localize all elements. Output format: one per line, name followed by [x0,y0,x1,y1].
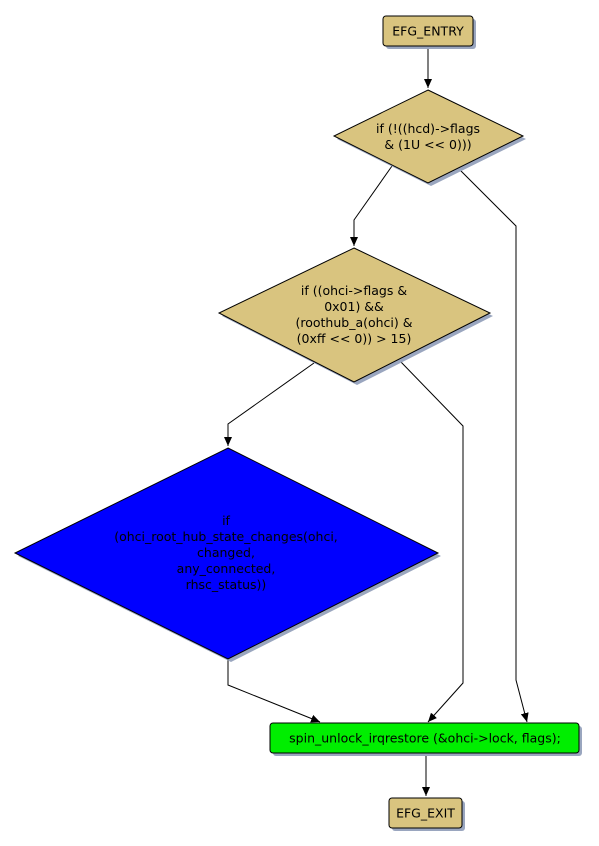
action-label: spin_unlock_irqrestore (&ohci->lock, fla… [289,731,561,746]
entry-node: EFG_ENTRY [382,15,476,49]
entry-label: EFG_ENTRY [392,24,464,39]
label-line: (0xff << 0)) > 15) [297,331,412,346]
label-line: if (!((hcd)->flags [376,121,480,136]
decision-roothub-check-text: if ((ohci->flags &0x01) &&(roothub_a(ohc… [295,283,412,346]
decision-state-changes: if(ohci_root_hub_state_changes(ohci,chan… [13,447,441,662]
label-line: (ohci_root_hub_state_changes(ohci, [114,529,338,544]
label-line: rhsc_status)) [186,577,267,592]
label-line: 0x01) && [324,299,384,314]
edge-cond1-to-action [457,167,529,723]
edge-cond1-to-cond2 [350,165,393,246]
label-line: changed, [197,545,255,560]
label-line: any_connected, [177,561,276,576]
decision-roothub-check: if ((ohci->flags &0x01) &&(roothub_a(ohc… [217,247,493,385]
edge-cond3-to-action [227,658,321,723]
label-line: if [222,513,230,528]
edges [224,46,529,796]
label-line: & (1U << 0))) [384,137,471,152]
exit-label: EFG_EXIT [396,806,455,821]
edge-cond2-to-action [399,360,464,723]
action-node: spin_unlock_irqrestore (&ohci->lock, fla… [269,722,582,756]
label-line: (roothub_a(ohci) & [295,315,412,330]
edge-cond2-to-cond3 [224,362,315,446]
decision-state-changes-text: if(ohci_root_hub_state_changes(ohci,chan… [114,513,338,592]
decision-flags-check-text: if (!((hcd)->flags& (1U << 0))) [376,121,480,152]
label-line: if ((ohci->flags & [301,283,407,298]
decision-flags-check: if (!((hcd)->flags& (1U << 0))) [332,89,526,186]
exit-node: EFG_EXIT [388,797,465,831]
